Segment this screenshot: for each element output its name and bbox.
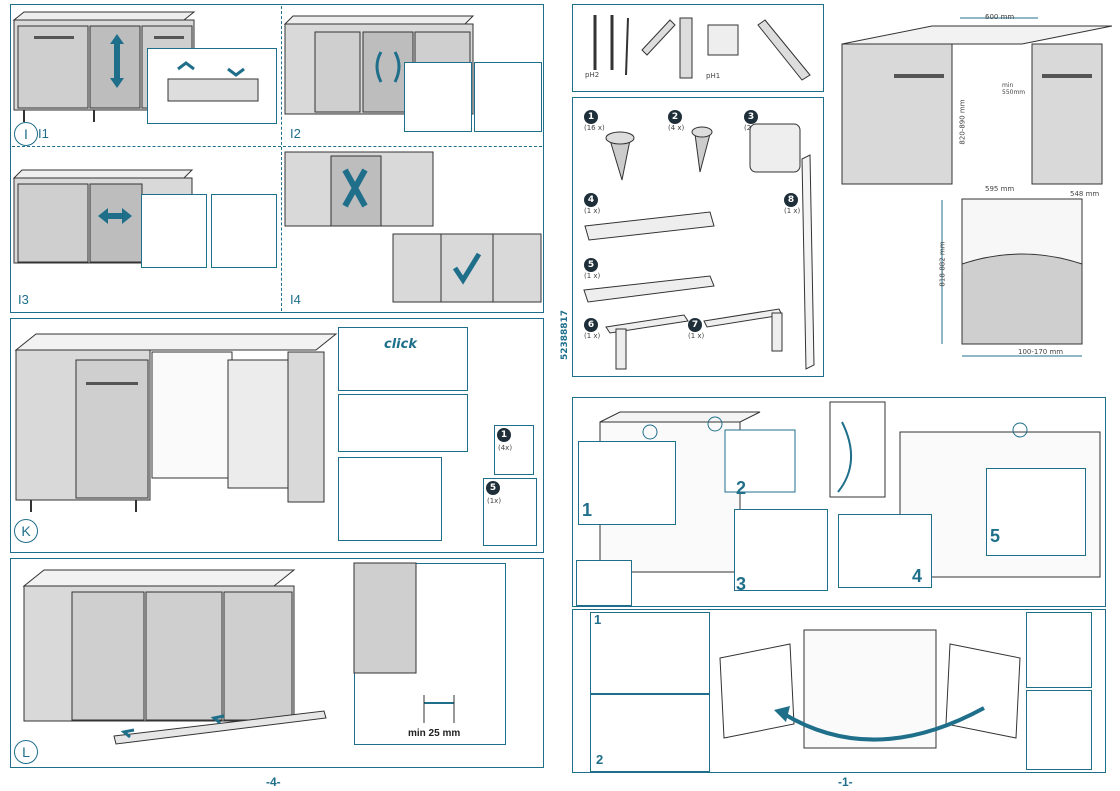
dim-width-unit: 595 mm xyxy=(985,185,1015,193)
detail-i1-handle xyxy=(147,48,277,124)
document-code: 52388817 xyxy=(560,309,571,361)
step-letter-l: L xyxy=(14,740,38,764)
divider-vertical xyxy=(281,6,282,311)
part-qty-2: (4 x) xyxy=(668,124,685,132)
page-number-right: -1- xyxy=(838,775,853,789)
detail-i2-b xyxy=(474,62,542,132)
part-qty-5: (1x) xyxy=(487,497,502,505)
detail-step-5 xyxy=(986,468,1086,556)
illustration-bracket-4 xyxy=(584,211,715,241)
tool-mark-ph1: pH1 xyxy=(706,72,721,80)
part-qty-5: (1 x) xyxy=(584,272,601,280)
illustration-screws xyxy=(605,123,801,181)
dim-depth-unit: 548 mm xyxy=(1070,190,1100,198)
detail-k-screw xyxy=(338,457,442,541)
label-i1: I1 xyxy=(38,126,49,141)
detail-hinge-2 xyxy=(590,694,710,772)
part-number-3: 3 xyxy=(744,110,758,124)
detail-hinge-right-bottom xyxy=(1026,690,1092,770)
door-step-1: 1 xyxy=(582,500,593,520)
part-qty-8: (1 x) xyxy=(784,207,801,215)
illustration-cover-5 xyxy=(583,275,715,303)
part-number-1: 1 xyxy=(584,110,598,124)
label-i3: I3 xyxy=(18,292,29,307)
part-qty-4: (1 x) xyxy=(584,207,601,215)
part-number-5: 5 xyxy=(486,481,500,495)
hinge-step-1: 1 xyxy=(594,612,602,627)
detail-i3-a xyxy=(141,194,207,268)
callout-click: click xyxy=(384,337,417,352)
illustration-l-gap xyxy=(353,562,455,723)
part-qty-1: (16 x) xyxy=(584,124,605,132)
warning-icon-box xyxy=(576,560,632,606)
illustration-strip-8 xyxy=(801,154,815,370)
illustration-k-cabinet xyxy=(14,333,338,512)
illustration-i4-correct xyxy=(392,233,542,303)
detail-i3-b xyxy=(211,194,277,268)
dim-width-niche: 600 mm xyxy=(985,13,1015,21)
tool-mark-ph2: pH2 xyxy=(585,71,600,79)
divider-horizontal xyxy=(12,146,542,147)
illustration-door-reversal xyxy=(719,629,1021,749)
part-number-6: 6 xyxy=(584,318,598,332)
detail-step-4 xyxy=(838,514,932,588)
dim-height-niche: 820-890 mm xyxy=(958,99,967,145)
detail-hinge-1 xyxy=(590,612,710,694)
part-qty-6: (1 x) xyxy=(584,332,601,340)
hinge-step-2: 2 xyxy=(596,752,604,767)
part-qty-1: (4x) xyxy=(498,444,513,452)
detail-step-3 xyxy=(734,509,828,591)
illustration-tools xyxy=(593,15,811,81)
illustration-niche-dimensions xyxy=(841,17,1113,357)
detail-step-1 xyxy=(578,441,676,525)
page-number-left: -4- xyxy=(266,775,281,789)
dim-height-unit: 818-882 mm xyxy=(938,241,947,287)
door-step-4: 4 xyxy=(912,566,923,586)
illustration-l-cabinet xyxy=(22,569,327,745)
illustration-brackets-6-7 xyxy=(605,308,783,370)
detail-k-click xyxy=(338,327,468,391)
detail-i2-a xyxy=(404,62,472,132)
part-number-1: 1 xyxy=(497,428,511,442)
door-step-5: 5 xyxy=(990,526,1001,546)
door-step-2: 2 xyxy=(736,478,747,498)
part-number-8: 8 xyxy=(784,193,798,207)
detail-hinge-right-top xyxy=(1026,612,1092,688)
dim-plinth: 100-170 mm xyxy=(1018,348,1064,356)
illustration-i4-wrong xyxy=(284,151,434,227)
part-number-5: 5 xyxy=(584,258,598,272)
step-letter-k: K xyxy=(14,519,38,543)
label-i4: I4 xyxy=(290,292,301,307)
step-letter-i: I xyxy=(14,122,38,146)
part-number-2: 2 xyxy=(668,110,682,124)
door-step-3: 3 xyxy=(736,574,747,594)
part-number-7: 7 xyxy=(688,318,702,332)
dimension-min-25: min 25 mm xyxy=(408,728,461,739)
part-number-4: 4 xyxy=(584,193,598,207)
dim-depth-min: min 550mm xyxy=(1002,82,1026,96)
part-qty-7: (1 x) xyxy=(688,332,705,340)
label-i2: I2 xyxy=(290,126,301,141)
detail-k-aligned xyxy=(338,394,468,452)
